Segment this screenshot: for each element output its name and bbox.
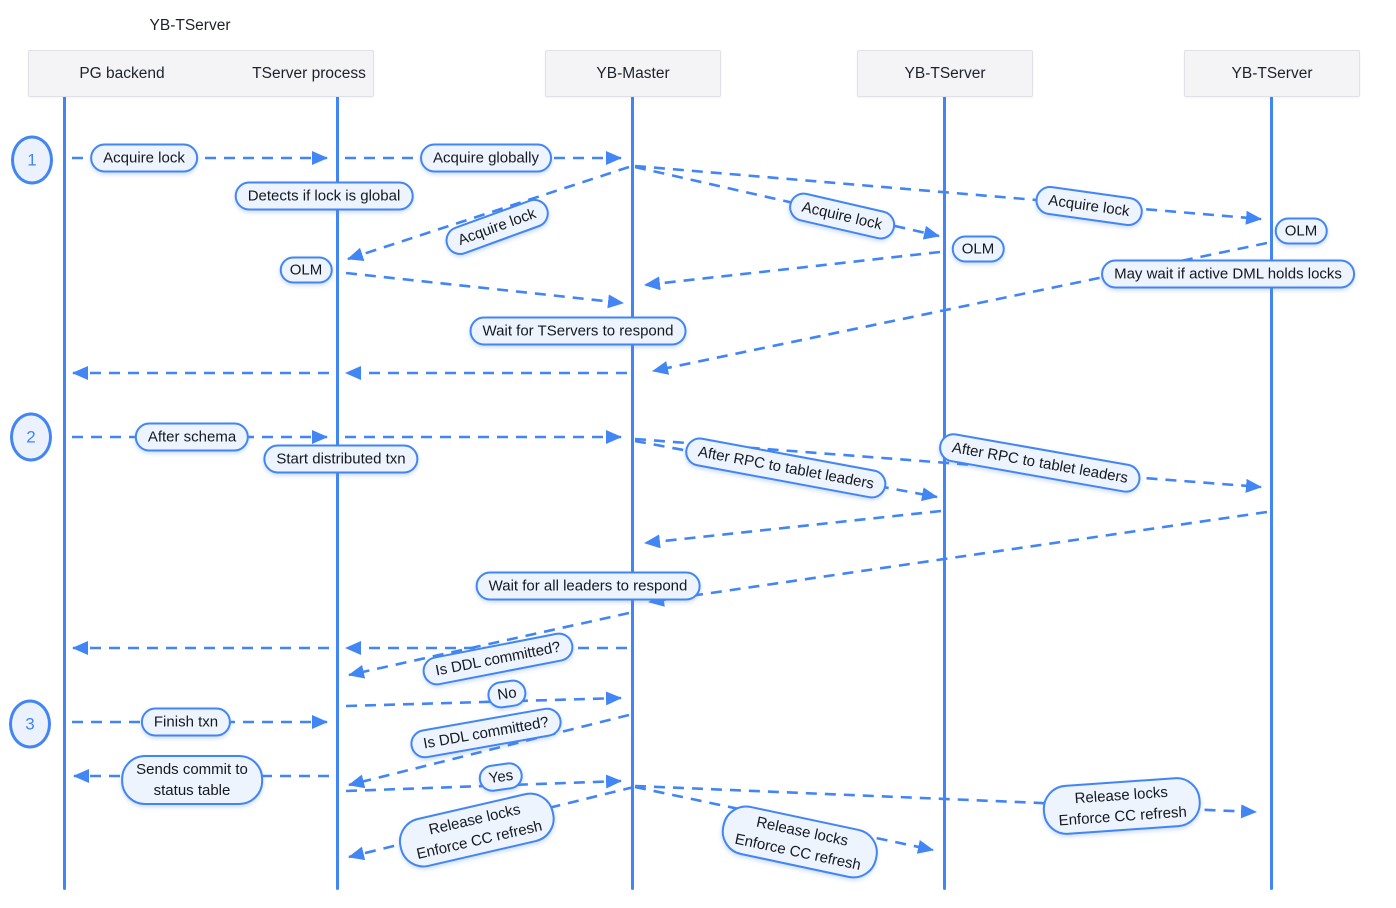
- group-title-yb-tserver: YB-TServer: [149, 17, 231, 34]
- arrow-tserver-a-response-2: [644, 509, 942, 549]
- step-1-badge: 1: [11, 135, 53, 185]
- message-label-acquire-globally: Acquire globally: [420, 143, 552, 173]
- step-3-badge: 3: [9, 699, 51, 749]
- note-olm-1: OLM: [279, 256, 333, 284]
- note-olm-3: OLM: [1274, 217, 1328, 245]
- lifeline-yb-tserver-b: [1269, 95, 1273, 890]
- lifeline-yb-tserver-a: [942, 95, 946, 890]
- message-label-after-schema: After schema: [134, 422, 250, 452]
- note-wait-for-tservers: Wait for TServers to respond: [469, 316, 687, 346]
- arrow-release-to-tserver-process: [348, 785, 635, 861]
- lifeline-pg-backend: [62, 95, 66, 890]
- message-label-may-wait: May wait if active DML holds locks: [1101, 259, 1355, 289]
- arrow-acquire-lock-to-tserver-a: [634, 165, 940, 240]
- lifeline-tserver-process: [335, 95, 339, 890]
- arrow-tserver-b-response-2: [648, 510, 1268, 607]
- note-start-distributed-txn: Start distributed txn: [263, 444, 419, 474]
- step-2-badge: 2: [10, 412, 52, 462]
- note-wait-for-all-leaders: Wait for all leaders to respond: [475, 571, 701, 601]
- arrow-acquire-lock-to-tserver-b: [634, 164, 1262, 225]
- actor-tserver-process: TServer process: [252, 64, 366, 82]
- note-detects-if-lock-global: Detects if lock is global: [234, 181, 414, 211]
- message-label-sends-commit: Sends commit to status table: [121, 755, 263, 805]
- actor-yb-tserver-a: YB-TServer: [857, 50, 1033, 97]
- note-olm-2: OLM: [951, 235, 1005, 263]
- message-label-finish-txn: Finish txn: [140, 707, 232, 737]
- arrow-olm-response-tserver-process: [345, 271, 624, 309]
- arrow-olm-response-tserver-a: [644, 250, 941, 291]
- lifeline-yb-master: [630, 95, 634, 890]
- actor-pg-backend: PG backend: [79, 64, 165, 82]
- actor-yb-master: YB-Master: [545, 50, 721, 97]
- arrow-is-ddl-committed-2: [348, 713, 630, 789]
- actor-yb-tserver-b: YB-TServer: [1184, 50, 1360, 97]
- arrow-is-ddl-committed-1: [348, 611, 630, 679]
- arrow-no-response: [345, 691, 622, 708]
- actor-group-box: PG backend TServer process: [28, 50, 374, 97]
- message-label-acquire-lock-1: Acquire lock: [90, 143, 198, 173]
